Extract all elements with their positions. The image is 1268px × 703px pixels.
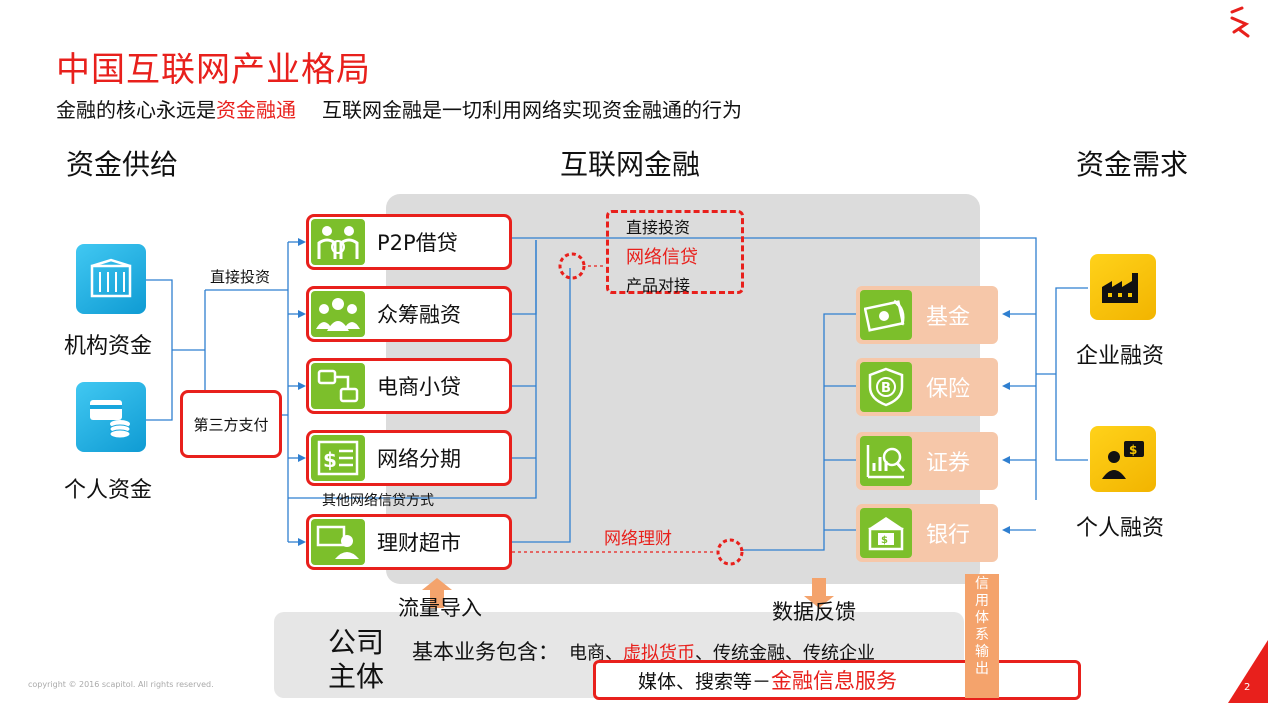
channel-box <box>606 210 744 294</box>
screen-person-icon <box>311 519 365 565</box>
bank-icon: $ <box>860 508 912 558</box>
data-feedback-arrow <box>804 578 834 608</box>
page-number: 2 <box>1244 682 1251 693</box>
section-internet-finance: 互联网金融 <box>560 148 701 181</box>
bill-icon: $ <box>311 435 365 481</box>
demand-enterprise-label: 企业融资 <box>1076 344 1165 369</box>
line-institution-source <box>146 279 173 390</box>
supply-institution-label: 机构资金 <box>64 334 153 359</box>
credit-char: 输 <box>975 644 989 660</box>
page-title: 中国互联网产业格局 <box>56 50 371 90</box>
traffic-in-label: 流量导入 <box>398 596 482 620</box>
channel-online-credit: 网络信贷 <box>626 247 698 268</box>
institution-securities-label: 证券 <box>926 451 971 476</box>
institution-fund-label: 基金 <box>926 305 971 330</box>
channel-direct-investment: 直接投资 <box>626 218 691 237</box>
section-supply: 资金供给 <box>66 148 179 181</box>
subtitle-part2: 互联网金融是一切利用网络实现资金融通的行为 <box>322 98 742 122</box>
online-wealth-label: 网络理财 <box>604 529 672 549</box>
company-title-line2: 主体 <box>328 660 385 693</box>
credit-output-bar: 信 用 体 系 输 出 <box>965 574 999 698</box>
institution-insurance: B 保险 <box>856 358 998 416</box>
supply-personal-label: 个人资金 <box>64 478 153 503</box>
product-ecommerce-loan-label: 电商小贷 <box>377 375 461 399</box>
credit-char: 信 <box>975 576 989 592</box>
credit-char: 体 <box>975 610 989 626</box>
product-installment-label: 网络分期 <box>377 447 461 471</box>
company-business: 基本业务包含： 电商、虚拟货币、传统金融、传统企业 <box>412 636 875 666</box>
page-subtitle: 金融的核心永远是资金融通 互联网金融是一切利用网络实现资金融通的行为 <box>56 94 742 123</box>
institution-fund: 基金 <box>856 286 998 344</box>
institution-insurance-label: 保险 <box>926 377 971 402</box>
logo-icon <box>1230 6 1250 38</box>
data-feedback-label: 数据反馈 <box>772 600 856 624</box>
channel-product-docking: 产品对接 <box>626 276 691 295</box>
dashed-circle-bottom <box>716 538 744 566</box>
card-coins-icon <box>76 382 146 452</box>
fin-highlight: 金融信息服务 <box>771 669 898 693</box>
copyright: copyright © 2016 scapitol. All rights re… <box>28 680 214 689</box>
institution-securities: 证券 <box>856 432 998 490</box>
product-crowdfunding: 众筹融资 <box>306 286 512 342</box>
third-party-payment-box: 第三方支付 <box>180 390 282 458</box>
institution-bank-label: 银行 <box>926 523 971 548</box>
direct-investment-label: 直接投资 <box>210 268 271 286</box>
flow-icon <box>311 363 365 409</box>
other-credit-label: 其他网络信贷方式 <box>322 493 434 509</box>
dashed-circle-top <box>558 252 586 280</box>
svg-text:$: $ <box>323 448 337 472</box>
section-demand: 资金需求 <box>1076 148 1189 181</box>
svg-text:$: $ <box>1129 443 1137 457</box>
subtitle-part1: 金融的核心永远是 <box>56 98 216 122</box>
page-corner <box>1228 640 1268 703</box>
line-personal-source <box>146 390 173 421</box>
product-p2p-label: P2P借贷 <box>377 231 458 255</box>
biz-item-traditional: 、传统金融、传统企业 <box>695 643 875 664</box>
biz-prefix: 基本业务包含： <box>412 640 559 664</box>
credit-char: 出 <box>975 661 989 677</box>
company-title: 公司 主体 <box>328 626 384 694</box>
product-ecommerce-loan: 电商小贷 <box>306 358 512 414</box>
product-crowdfunding-label: 众筹融资 <box>377 303 461 327</box>
product-wealth-market: 理财超市 <box>306 514 512 570</box>
credit-char: 用 <box>975 593 989 609</box>
people-icon <box>311 219 365 265</box>
building-icon <box>76 244 146 314</box>
product-p2p: P2P借贷 <box>306 214 512 270</box>
shield-icon: B <box>860 362 912 412</box>
biz-item-virtual-currency: 虚拟货币 <box>623 643 695 664</box>
chart-search-icon <box>860 436 912 486</box>
svg-text:$: $ <box>881 535 888 546</box>
person-money-icon: $ <box>1090 426 1156 492</box>
traffic-in-arrow <box>422 578 452 608</box>
company-title-line1: 公司 <box>328 626 385 659</box>
biz-item-ecommerce: 电商、 <box>569 643 623 664</box>
product-wealth-market-label: 理财超市 <box>377 531 461 555</box>
group-icon <box>311 291 365 337</box>
credit-char: 系 <box>975 627 989 643</box>
money-icon <box>860 290 912 340</box>
product-installment: $ 网络分期 <box>306 430 512 486</box>
factory-icon <box>1090 254 1156 320</box>
fin-prefix: 媒体、搜索等－ <box>638 670 772 693</box>
demand-personal-label: 个人融资 <box>1076 516 1165 541</box>
subtitle-highlight: 资金融通 <box>216 98 296 122</box>
svg-text:B: B <box>881 381 891 396</box>
financial-info-service-box: 媒体、搜索等－金融信息服务 <box>593 660 1081 700</box>
institution-bank: $ 银行 <box>856 504 998 562</box>
